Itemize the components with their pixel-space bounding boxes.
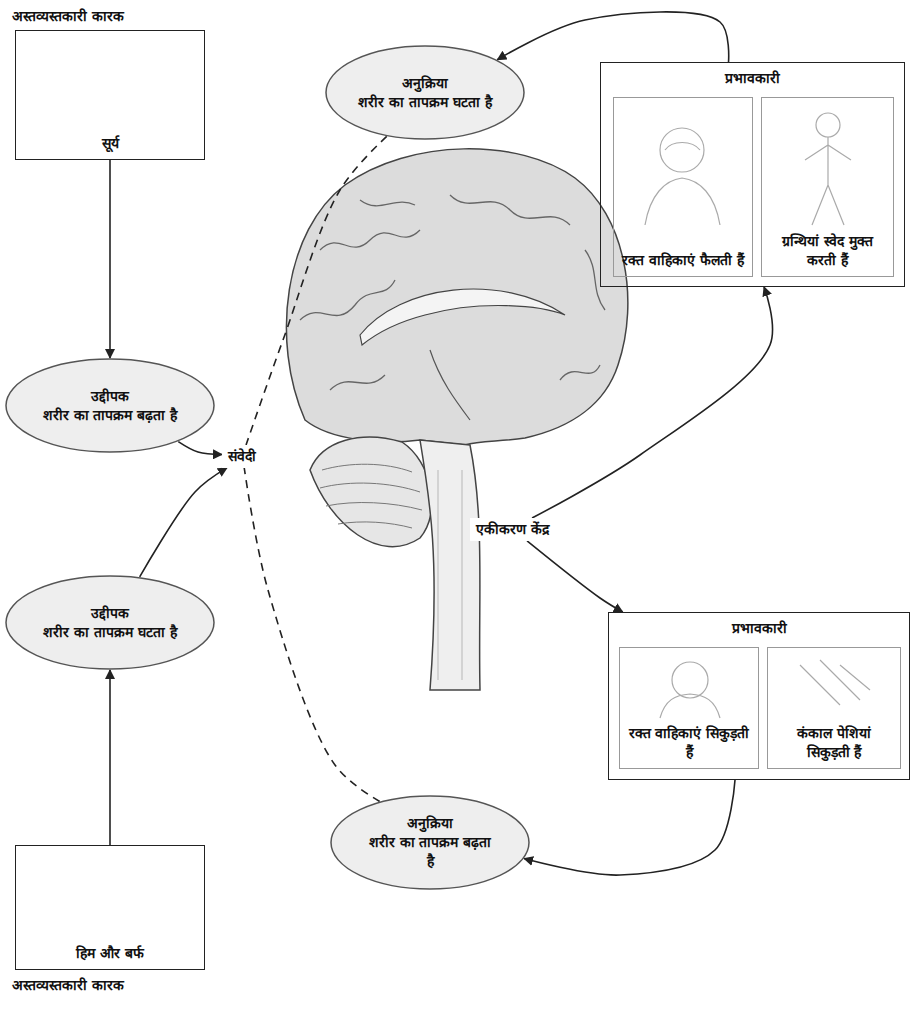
brain-illustration — [286, 149, 627, 690]
node-text: संवेदी — [228, 447, 256, 466]
node-text: प्रभावकारी — [725, 69, 780, 88]
node-text: सूर्य — [102, 134, 119, 153]
node-heading: हिम और बर्फ — [76, 944, 144, 963]
node-heading: उद्दीपक — [91, 387, 129, 406]
node-text: एकीकरण केंद्र — [476, 520, 549, 539]
effector-panel: रक्त वाहिकाएं फैलती हैं — [613, 97, 753, 277]
connector-arrow — [532, 287, 772, 518]
node-text: ग्रन्थियां स्वेद मुक्त करती हैं — [768, 232, 887, 270]
oval-shape — [6, 359, 214, 452]
panel-sketch — [645, 113, 870, 718]
node-text: रक्त वाहिकाएं सिकुड़ती हैं — [626, 724, 752, 762]
oval-outline — [5, 575, 215, 670]
connector-arrow — [178, 442, 222, 455]
effector-panel: कंकाल पेशियां सिकुड़ती हैं — [767, 647, 901, 769]
node-heading: अनुक्रिया — [402, 74, 448, 93]
connector-arrow — [109, 670, 111, 845]
effector-panel: रक्त वाहिकाएं सिकुड़ती हैं — [619, 647, 759, 769]
feedback-line — [246, 136, 387, 445]
node-text: शरीर का तापक्रम बढ़ता है — [43, 406, 178, 425]
node-text: शरीर का तापक्रम बढ़ता है — [363, 833, 497, 871]
node-heading: अस्तव्यस्तकारी कारक — [12, 7, 124, 26]
response-oval: अनुक्रियाशरीर का तापक्रम बढ़ता है — [330, 795, 530, 890]
connector-arrow — [524, 780, 735, 875]
disruptor-box: हिम और बर्फअस्तव्यस्तकारी कारक — [15, 845, 205, 970]
disruptor-box: अस्तव्यस्तकारी कारकसूर्य — [15, 30, 205, 160]
node-text: अस्तव्यस्तकारी कारक — [12, 976, 124, 995]
feedback-line — [244, 468, 379, 802]
effector-box: प्रभावकारी रक्त वाहिकाएं सिकुड़ती हैं कंका… — [608, 612, 910, 780]
effector-panel: ग्रन्थियां स्वेद मुक्त करती हैं — [761, 97, 894, 277]
stimulus-oval: उद्दीपकशरीर का तापक्रम घटता है — [5, 575, 215, 670]
node-text: रक्त वाहिकाएं फैलती हैं — [622, 251, 744, 270]
oval-shape — [326, 46, 524, 139]
control-center-label: एकीकरण केंद्र — [470, 518, 555, 541]
oval-shape — [331, 796, 529, 889]
node-text: शरीर का तापक्रम घटता है — [43, 623, 177, 642]
connector-arrow — [109, 160, 111, 358]
node-heading: अनुक्रिया — [407, 814, 453, 833]
connector-arrow — [527, 541, 623, 612]
response-oval: अनुक्रियाशरीर का तापक्रम घटता है — [325, 45, 525, 140]
stimulus-oval: उद्दीपकशरीर का तापक्रम बढ़ता है — [5, 358, 215, 453]
effector-box: प्रभावकारी रक्त वाहिकाएं फैलती हैं ग्रन्थि… — [600, 62, 905, 287]
connector-arrow — [497, 12, 728, 62]
connector-arrow — [140, 468, 227, 577]
receptor-label: संवेदी — [222, 445, 262, 468]
node-text: प्रभावकारी — [732, 619, 787, 638]
oval-shape — [6, 576, 214, 669]
node-text: शरीर का तापक्रम घटता है — [358, 93, 492, 112]
oval-outline — [5, 358, 215, 453]
node-text: कंकाल पेशियां सिकुड़ती हैं — [774, 724, 894, 762]
node-heading: उद्दीपक — [91, 604, 129, 623]
oval-outline — [325, 45, 525, 140]
